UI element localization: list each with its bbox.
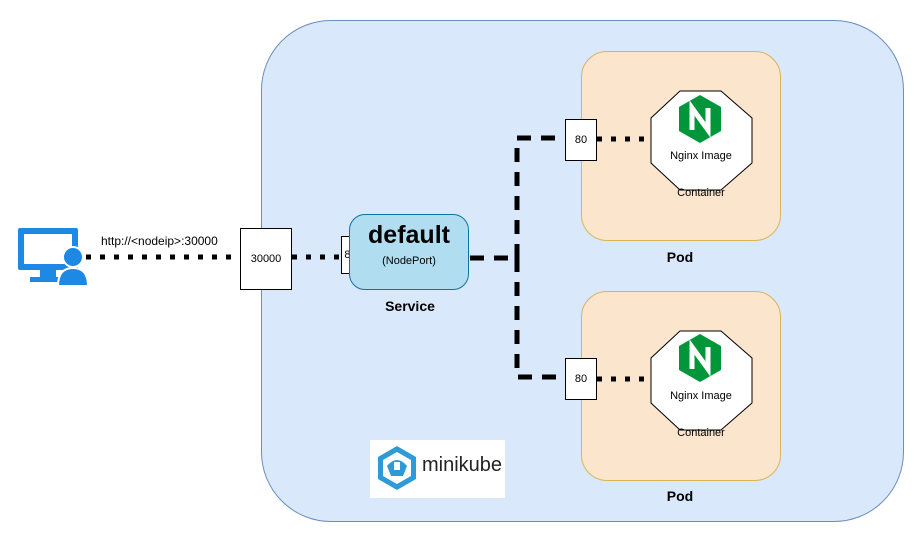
node-port-box: 30000 <box>240 228 292 290</box>
nginx-icon <box>679 334 721 382</box>
service-type: (NodePort) <box>382 255 436 267</box>
service-node: default (NodePort) <box>349 214 469 290</box>
service-to-pods-line <box>470 135 565 380</box>
nginx-icon <box>679 95 721 143</box>
pod2-port-box: 80 <box>565 358 597 400</box>
pod1-image-label: Nginx Image <box>670 150 732 162</box>
pod2-image-label: Nginx Image <box>670 390 732 402</box>
minikube-brand: minikube <box>370 440 505 498</box>
pod2-container-label: Container <box>677 427 725 439</box>
service-label: Service <box>385 298 435 314</box>
user-computer-icon <box>18 228 90 287</box>
minikube-brand-text: minikube <box>422 454 503 476</box>
pod1-label: Pod <box>666 249 694 265</box>
pod2-label: Pod <box>666 488 694 504</box>
pod1-container-label: Container <box>677 187 725 199</box>
pod1-port-box: 80 <box>565 119 597 161</box>
client-url-label: http://<nodeip>:30000 <box>101 234 218 248</box>
service-name: default <box>368 221 450 249</box>
